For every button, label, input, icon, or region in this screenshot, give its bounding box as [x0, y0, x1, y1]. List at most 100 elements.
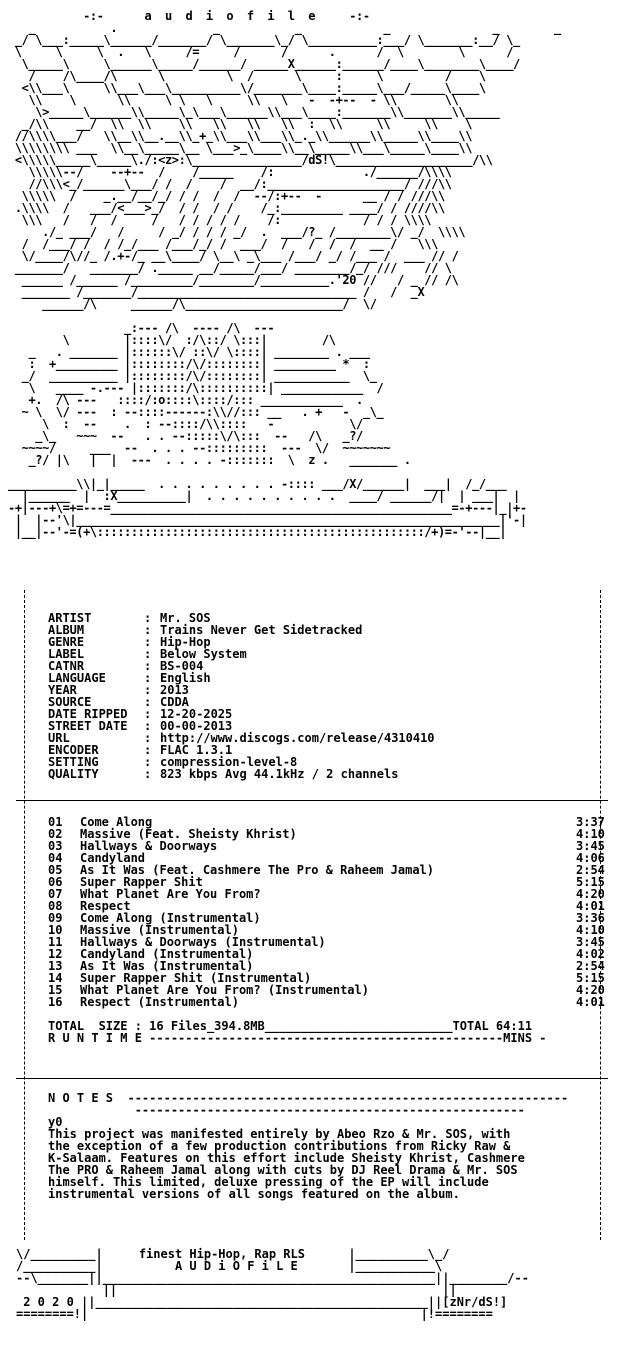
center-art-line: \ : -- . : --::::/\\:::: - \/ [8, 417, 370, 431]
track-duration: 4:02 [576, 947, 605, 961]
track-number: 06 [48, 875, 63, 889]
info-value: http://www.discogs.com/release/4310410 [160, 731, 435, 745]
info-key: YEAR [48, 683, 77, 697]
info-key: GENRE [48, 635, 85, 649]
notes-line: The PRO & Raheem Jamal along with cuts b… [48, 1163, 518, 1177]
info-row: SOURCE:CDDA [48, 696, 435, 708]
notes-line: the exception of a few production contri… [48, 1139, 511, 1153]
info-separator: : [144, 695, 152, 709]
header-art-line: \\\\\ / _.__/__/_/ / / / / --/:+-- - __ … [8, 189, 459, 203]
header-art-line: _ . _ _ _ _ _ [8, 21, 582, 35]
total-size-line: TOTAL SIZE : 16 Files_394.8MB___________… [48, 1019, 533, 1033]
center-art-line: : +_________ |::::::::/\/::::::::| _____… [8, 357, 370, 371]
center-art-line: _?/ |\ | | --- . . . . -::::::: \ z . __… [8, 453, 411, 467]
totals: TOTAL SIZE : 16 Files_394.8MB___________… [48, 1020, 547, 1044]
notes: N O T E S ------------------------------… [48, 1092, 568, 1200]
header-art-line: \>_____\______\\_____\_\___\______\\___\… [8, 105, 507, 119]
track-duration: 4:10 [576, 827, 605, 841]
info-key: CATNR [48, 659, 85, 673]
track-title: As It Was (Feat. Cashmere The Pro & Rahe… [80, 863, 435, 877]
notes-line: himself. This limited, deluxe pressing o… [48, 1175, 489, 1189]
track-number: 03 [48, 839, 63, 853]
track-number: 11 [48, 935, 63, 949]
info-value: Below System [160, 647, 247, 661]
header-art-line: <\\___\ \\___\___\__________\/_______\__… [8, 81, 507, 95]
track-duration: 2:54 [576, 863, 605, 877]
track-title: What Planet Are You From? [80, 887, 261, 901]
header-art-line: _______/ _______/ ._____ __/_____/___/ _… [8, 261, 466, 275]
info-key: STREET DATE [48, 719, 128, 733]
header-art-line: .\\\\ / ___/<___>_/ / / / / /_:_________… [8, 201, 459, 215]
footer: \/_________| finest Hip-Hop, Rap RLS |__… [16, 1248, 529, 1320]
track-duration: 4:06 [576, 851, 605, 865]
info-separator: : [144, 743, 152, 757]
info-row: LABEL:Below System [48, 648, 435, 660]
center-art-line: _ . _______ |::::::\/ ::\/ \::::| ______… [8, 345, 370, 359]
info-row: ARTIST:Mr. SOS [48, 612, 435, 624]
track-duration: 4:01 [576, 899, 605, 913]
info-key: LABEL [48, 647, 85, 661]
header-art-line: //\\\<_/______\___/ / / / __/:__________… [8, 177, 459, 191]
info-separator: : [144, 623, 152, 637]
section-divider [16, 800, 608, 801]
track-title: Respect (Instrumental) [80, 995, 239, 1009]
header-art-line: ______/\ ______/\_______________________… [8, 297, 445, 311]
info-row: SETTING:compression-level-8 [48, 756, 435, 768]
info-value: 12-20-2025 [160, 707, 233, 721]
info-key: SETTING [48, 755, 99, 769]
frame-art-line: | |--'\|________________________________… [8, 513, 534, 527]
frame-art: __________\\|_|_____ . . . . . . . . . -… [8, 478, 581, 538]
header-art: -:- a u d i o f i l e -:- _ . _ _ _ _ _ … [8, 10, 581, 310]
header-art-line: _/ \___:_____\______/_______/ \_______\_… [8, 33, 527, 47]
header-art-line: _/\\ __/ \\ \\ \\ \\ \\ \\ : \\ \\ \\ \ [8, 117, 479, 131]
center-art: _:--- /\ ---- /\ --- \ |::::\/ :/\::/ \:… [8, 322, 581, 466]
info-value: CDDA [160, 695, 189, 709]
header-art-line: \/____/\//_ /.+-/_ __\____/ \__\ _\___ /… [8, 249, 473, 263]
info-key: URL [48, 731, 70, 745]
notes-line: instrumental versions of all songs featu… [48, 1187, 460, 1201]
track-duration: 3:45 [576, 935, 605, 949]
track-title: Super Rapper Shit (Instrumental) [80, 971, 312, 985]
info-value: Trains Never Get Sidetracked [160, 623, 363, 637]
info-key: ALBUM [48, 623, 85, 637]
track-title: Respect [80, 899, 131, 913]
frame-art-line: |__|--'-=(+\::::::::::::::::::::::::::::… [8, 525, 520, 539]
info-separator: : [144, 659, 152, 673]
track-title: What Planet Are You From? (Instrumental) [80, 983, 369, 997]
runtime-line: R U N T I M E --------------------------… [48, 1031, 547, 1045]
center-art-line: \ |::::\/ :/\::/ \:::| /\ [8, 333, 336, 347]
info-separator: : [144, 755, 152, 769]
info-row: LANGUAGE:English [48, 672, 435, 684]
track-duration: 3:45 [576, 839, 605, 853]
info-row: DATE RIPPED:12-20-2025 [48, 708, 435, 720]
track-number: 14 [48, 971, 63, 985]
frame-left-border [24, 590, 25, 1240]
frame-art-line: |______ | :X__________| . . . . . . . . … [8, 489, 534, 503]
header-art-line: ______ /______ /_________/________/_____… [8, 273, 466, 287]
track-duration: 5:15 [576, 875, 605, 889]
track-title: Candyland (Instrumental) [80, 947, 254, 961]
notes-line: K-Salaam. Features on this effort includ… [48, 1151, 525, 1165]
header-art-line: / /___/ / / /_/___ /___/_/ / ___/ / / / … [8, 237, 445, 251]
center-art-line: _:--- /\ ---- /\ --- [8, 321, 275, 335]
info-key: DATE RIPPED [48, 707, 128, 721]
frame-art-line: __________\\|_|_____ . . . . . . . . . -… [8, 477, 507, 491]
footer-line: /__________| A U D i O F i L E |________… [16, 1259, 443, 1273]
center-art-line: \ ____ -.--- |:::::::/\::::::::::| _____… [8, 381, 384, 395]
footer-line: --\_______||____________________________… [16, 1271, 529, 1285]
track-duration: 4:20 [576, 983, 605, 997]
info-separator: : [144, 671, 152, 685]
track-title: Massive (Instrumental) [80, 923, 239, 937]
track-number: 07 [48, 887, 63, 901]
track-number: 02 [48, 827, 63, 841]
info-row: ENCODER:FLAC 1.3.1 [48, 744, 435, 756]
center-art-line: ~ \ \/ --- : --::::------:\\//::: __ . +… [8, 405, 384, 419]
info-key: ENCODER [48, 743, 99, 757]
center-art-line: +. /\ --- ::::/:o::::\::::/::: _________… [8, 393, 363, 407]
